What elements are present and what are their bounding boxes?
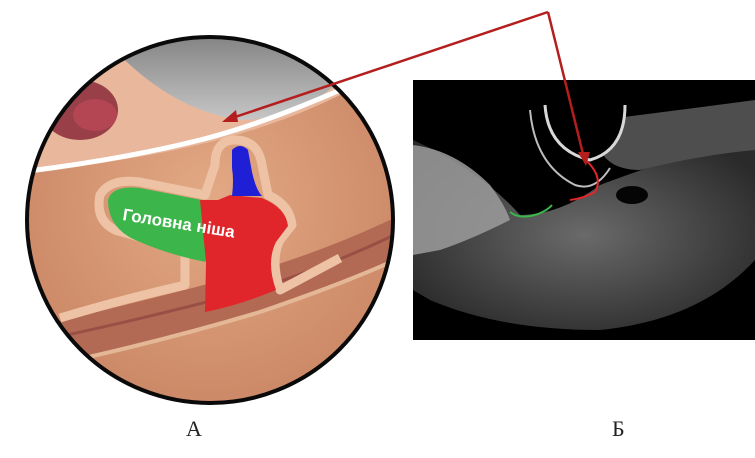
panel-b-label: Б: [612, 416, 625, 442]
panel-b-ultrasound: [413, 80, 755, 340]
niche-dark-area: [616, 186, 648, 204]
blob-highlight: [73, 99, 117, 131]
panel-a-label: А: [186, 416, 202, 442]
